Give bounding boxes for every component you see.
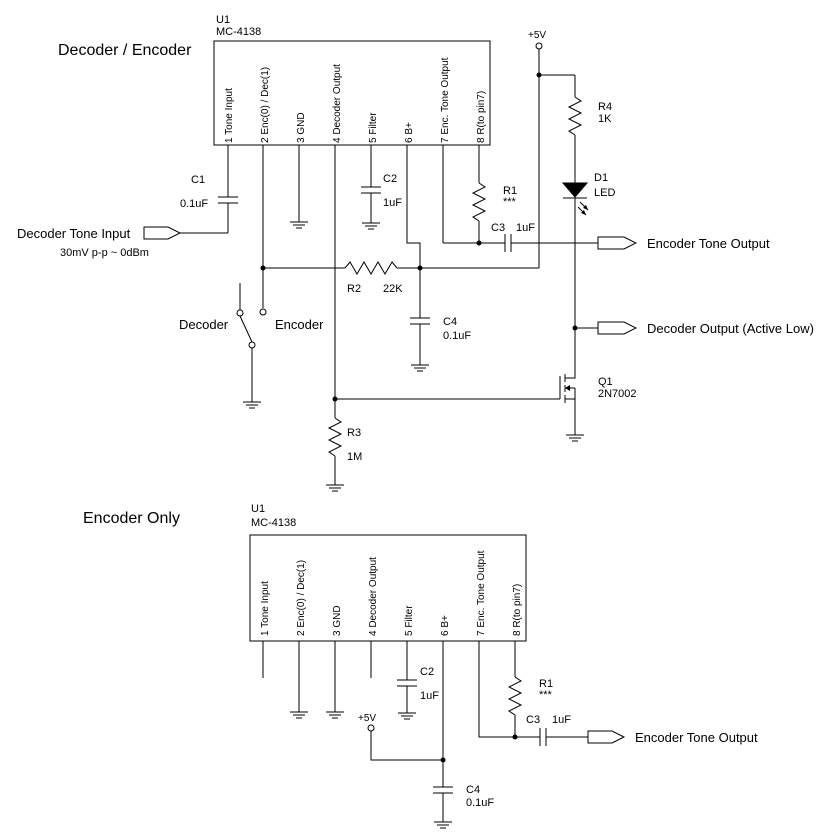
top-r3-resistor (325, 417, 345, 492)
top-c4-capacitor (410, 317, 430, 372)
bottom-pin-2-label: 2 Enc(0) / Dec(1) (296, 560, 307, 636)
top-pin-8-label: 8 R(to pin7) (476, 91, 487, 143)
top-d1-ref: D1 (594, 172, 608, 184)
top-c3-capacitor (504, 234, 598, 252)
top-tone-input-port (143, 226, 182, 240)
top-tone-input-label: Decoder Tone Input (17, 226, 131, 241)
top-c4-ref: C4 (443, 316, 457, 328)
top-pin-7-label: 7 Enc. Tone Output (440, 57, 451, 143)
top-c1-value: 0.1uF (180, 198, 208, 210)
bottom-pin-4-label: 4 Decoder Output (368, 557, 379, 636)
top-r2-value: 22K (383, 283, 403, 295)
bottom-c4-ref: C4 (466, 784, 480, 796)
bottom-r1-resistor (507, 676, 523, 737)
top-r2-ref: R2 (347, 283, 361, 295)
bottom-pin2-ground (289, 711, 309, 719)
top-q1-value: 2N7002 (598, 388, 637, 400)
top-c2-ref: C2 (383, 173, 397, 185)
bottom-c2-capacitor (397, 641, 417, 720)
bottom-r1-ref: R1 (539, 678, 553, 690)
bottom-ic-pin-labels: 1 Tone Input 2 Enc(0) / Dec(1) 3 GND 4 D… (260, 550, 523, 636)
top-pin-6-label: 6 B+ (404, 122, 415, 143)
top-q1-mosfet (559, 370, 585, 442)
top-q1-ref: Q1 (598, 376, 613, 388)
bottom-pin-8-label: 8 R(to pin7) (512, 584, 523, 636)
top-r4-resistor (567, 96, 583, 136)
top-encoder-output-label: Encoder Tone Output (647, 236, 770, 251)
bottom-u1-part: MC-4138 (251, 517, 296, 529)
bottom-supply-terminal (367, 724, 375, 732)
bottom-c3-capacitor (539, 728, 588, 746)
bottom-pin-5-label: 5 Filter (404, 605, 415, 636)
top-supply-label: +5V (528, 30, 546, 41)
top-c1-ref: C1 (191, 174, 205, 186)
top-switch-encoder-terminal (259, 308, 267, 316)
bottom-pin-3-label: 3 GND (332, 605, 343, 636)
top-section-title: Decoder / Encoder (58, 42, 192, 59)
bottom-c4-value: 0.1uF (466, 797, 494, 809)
bottom-u1-ref: U1 (251, 503, 265, 515)
top-c1-capacitor (218, 145, 238, 233)
top-r3-ref: R3 (347, 427, 361, 439)
top-pin-3-label: 3 GND (296, 112, 307, 143)
top-pin-4-label: 4 Decoder Output (332, 64, 343, 143)
top-r1-value: *** (503, 196, 517, 208)
top-switch-encoder-label: Encoder (275, 317, 324, 332)
top-u1-ref: U1 (216, 14, 230, 26)
top-r4-value: 1K (598, 113, 612, 125)
top-pin-1-label: 1 Tone Input (224, 88, 235, 143)
top-supply-terminal (535, 42, 543, 50)
top-mode-switch (236, 283, 262, 409)
top-ic-body (213, 40, 491, 146)
bottom-c2-value: 1uF (420, 690, 439, 702)
bottom-pin3-ground (325, 711, 345, 719)
top-r2-resistor (344, 261, 398, 275)
bottom-ic-body (249, 534, 527, 642)
top-encoder-output-port (597, 236, 638, 250)
top-c3-ref: C3 (491, 222, 505, 234)
top-d1-value: LED (594, 187, 615, 199)
top-pin3-ground (289, 221, 309, 229)
bottom-c2-ref: C2 (420, 666, 434, 678)
top-decoder-output-port (597, 321, 638, 335)
top-c4-value: 0.1uF (443, 330, 471, 342)
top-c2-value: 1uF (383, 197, 402, 209)
top-r3-value: 1M (347, 451, 362, 463)
bottom-c3-value: 1uF (552, 714, 571, 726)
bottom-pin-6-label: 6 B+ (440, 615, 451, 636)
bottom-pin-7-label: 7 Enc. Tone Output (476, 550, 487, 636)
bottom-pin-1-label: 1 Tone Input (260, 581, 271, 636)
top-r1-resistor (471, 182, 487, 243)
bottom-encoder-output-port (587, 730, 626, 744)
top-decoder-output-label: Decoder Output (Active Low) (647, 321, 814, 336)
top-switch-decoder-label: Decoder (179, 317, 229, 332)
bottom-supply-label: +5V (358, 713, 376, 724)
top-c2-capacitor (361, 145, 381, 230)
top-tone-input-level: 30mV p-p ~ 0dBm (60, 247, 149, 259)
bottom-c4-capacitor (433, 786, 453, 829)
top-r1-ref: R1 (503, 185, 517, 197)
bottom-section-title: Encoder Only (83, 510, 180, 527)
top-c3-value: 1uF (516, 222, 535, 234)
bottom-r1-value: *** (539, 689, 553, 701)
top-r4-ref: R4 (598, 101, 612, 113)
top-ic-pin-labels: 1 Tone Input 2 Enc(0) / Dec(1) 3 GND 4 D… (224, 57, 487, 143)
top-pin-5-label: 5 Filter (368, 112, 379, 143)
bottom-encoder-output-label: Encoder Tone Output (635, 730, 758, 745)
top-u1-part: MC-4138 (216, 26, 261, 38)
bottom-c3-ref: C3 (526, 714, 540, 726)
top-pin-2-label: 2 Enc(0) / Dec(1) (260, 67, 271, 143)
